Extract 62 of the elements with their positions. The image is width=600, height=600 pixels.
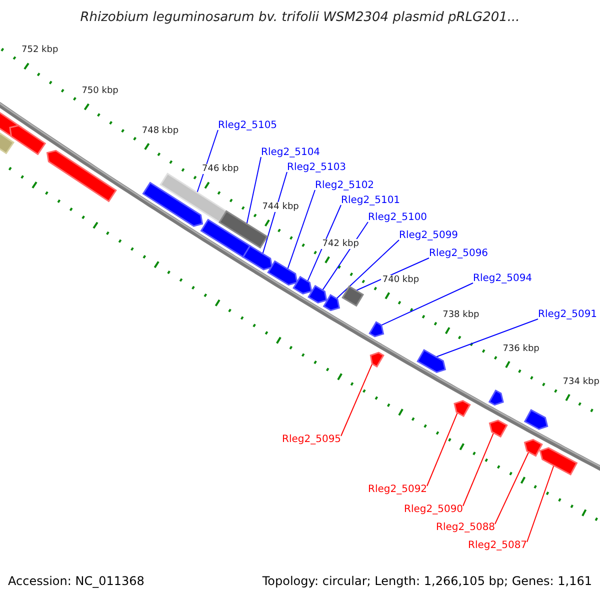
footer-text: Accession: NC_011368 xyxy=(8,574,144,588)
leader-line xyxy=(462,432,494,506)
gene-box xyxy=(0,132,15,154)
gene-label: Rleg2_5091 xyxy=(538,309,598,321)
gene-label: Rleg2_5096 xyxy=(429,248,488,260)
leader-line xyxy=(526,465,554,542)
gene-feature xyxy=(488,420,508,438)
scale-label: 750 kbp xyxy=(80,86,120,96)
gene-feature xyxy=(524,409,548,430)
leader-line xyxy=(494,452,530,524)
scale-label: 734 kbp xyxy=(562,376,600,386)
leader-line xyxy=(287,190,316,270)
gene-label: Rleg2_5094 xyxy=(473,273,532,285)
scale-label: 746 kbp xyxy=(201,164,240,174)
leader-line xyxy=(262,172,288,254)
leader-line xyxy=(426,412,458,486)
gene-label: Rleg2_5095 xyxy=(282,434,342,446)
gene-feature xyxy=(322,294,340,312)
scale-label: 744 kbp xyxy=(261,202,300,212)
scale-label: 748 kbp xyxy=(140,126,180,136)
gene-feature xyxy=(368,321,384,338)
gene-label: Rleg2_5101 xyxy=(341,195,400,207)
scale-label: 742 kbp xyxy=(321,238,360,249)
gene-feature xyxy=(242,244,273,270)
gene-feature xyxy=(539,447,578,476)
gene-feature xyxy=(46,150,117,202)
leader-line xyxy=(336,240,400,300)
gene-label: Rleg2_5087 xyxy=(468,540,528,552)
gene-feature xyxy=(524,438,543,457)
footer-text: Topology: circular; Length: 1,266,105 bp; Genes: 1,161 xyxy=(262,574,592,588)
gene-box xyxy=(342,285,364,307)
gene-label: Rleg2_5099 xyxy=(399,230,458,242)
gene-label: Rleg2_5105 xyxy=(218,120,278,132)
gene-feature xyxy=(454,400,471,418)
gene-feature xyxy=(416,348,446,374)
leader-line xyxy=(246,156,262,224)
gene-feature xyxy=(292,276,312,294)
gene-feature xyxy=(267,260,298,286)
scale-label: 736 kbp xyxy=(502,344,540,354)
leader-line xyxy=(340,363,373,436)
gene-feature xyxy=(142,182,204,227)
scale-label: 752 kbp xyxy=(20,45,60,56)
gene-box xyxy=(160,172,228,224)
gene-label: Rleg2_5090 xyxy=(404,504,464,516)
leader-line xyxy=(307,204,342,282)
gene-feature xyxy=(308,284,328,304)
leader-line xyxy=(436,318,538,358)
leader-line xyxy=(356,258,430,291)
leader-line xyxy=(380,282,474,326)
gene-feature xyxy=(9,124,46,156)
gene-label: Rleg2_5103 xyxy=(287,162,346,174)
scale-label: 740 kbp xyxy=(381,274,420,285)
gene-box xyxy=(218,210,268,249)
scale-label: 738 kbp xyxy=(442,310,480,320)
gene-label: Rleg2_5092 xyxy=(368,484,428,496)
gene-feature xyxy=(488,389,504,406)
gene-feature xyxy=(370,352,384,368)
title: Rhizobium leguminosarum bv. trifolii WSM2304 plasmid pRLG201... xyxy=(79,10,521,25)
gene-label: Rleg2_5088 xyxy=(436,522,496,534)
gene-label: Rleg2_5100 xyxy=(368,212,428,224)
gene-label: Rleg2_5102 xyxy=(315,180,374,192)
gene-label: Rleg2_5104 xyxy=(261,147,320,159)
